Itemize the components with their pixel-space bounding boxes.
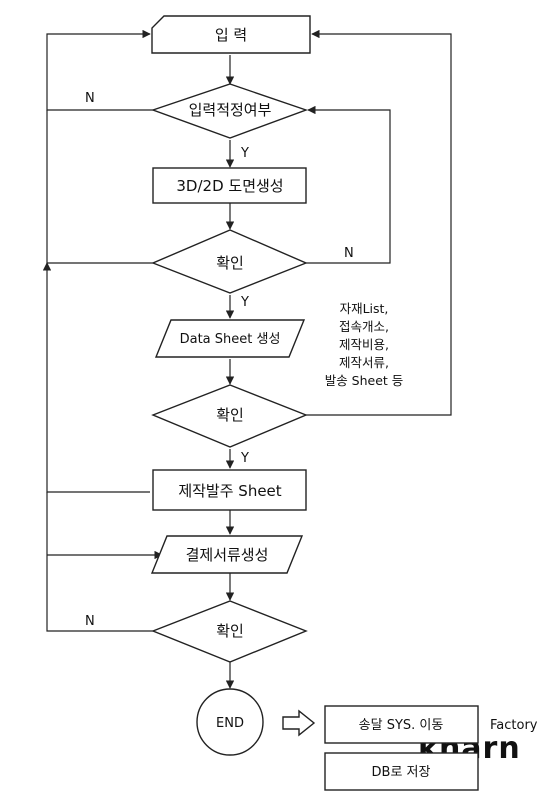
label-y-confirm2: Y [240,451,249,466]
confirm1-diamond [151,229,308,294]
datasheet-label: Data Sheet 생성 [180,332,281,347]
check-input-diamond [150,83,309,139]
confirm3-label: 확인 [216,622,244,640]
confirm3-diamond [151,600,308,663]
docs-label: 결제서류생성 [186,546,269,564]
check-input-label: 입력적정여부 [189,101,272,119]
order-sheet-box [152,469,307,511]
loop-confirm3-no [46,492,153,632]
block-arrow-icon [282,709,316,737]
loop-check-no-to-input [46,29,153,111]
loop-confirm1-to-input [46,110,153,264]
label-n-confirm1: N [344,246,354,261]
end-circle [196,688,264,756]
label-y-confirm1: Y [240,295,249,310]
loop-confirm1-no-to-check [306,105,391,264]
input-label: 입 력 [215,26,247,44]
end-label: END [216,716,244,731]
label-n-confirm3: N [85,614,95,629]
loop-confirm2-to-input [306,29,452,416]
order-sheet-label: 제작발주 Sheet [178,482,281,500]
note-line: 제작비용, [339,337,389,352]
note-line: 제작서류, [339,355,389,370]
datasheet-parallelogram [154,319,306,358]
drawing-box [152,167,307,204]
deliverables-note: 자재List, 접속개소, 제작비용, 제작서류, 발송 Sheet 등 [325,301,404,388]
transfer-label: 송달 SYS. 이동 [359,718,444,733]
docs-parallelogram [150,535,304,574]
db-save-box [324,752,479,791]
note-line: 발송 Sheet 등 [325,373,404,388]
label-n-check: N [85,91,95,106]
drawing-label: 3D/2D 도면생성 [176,177,283,195]
transfer-box [324,705,479,744]
db-save-label: DB로 저장 [372,765,431,780]
note-line: 접속개소, [339,319,389,334]
loop-order-to-confirm1 [42,262,150,493]
confirm1-label: 확인 [216,254,244,272]
note-line: 자재List, [340,301,389,316]
label-y-check: Y [240,146,249,161]
confirm2-label: 확인 [216,406,244,424]
confirm2-diamond [151,384,308,448]
factory-label: Factory [490,718,538,733]
input-box [151,15,311,54]
